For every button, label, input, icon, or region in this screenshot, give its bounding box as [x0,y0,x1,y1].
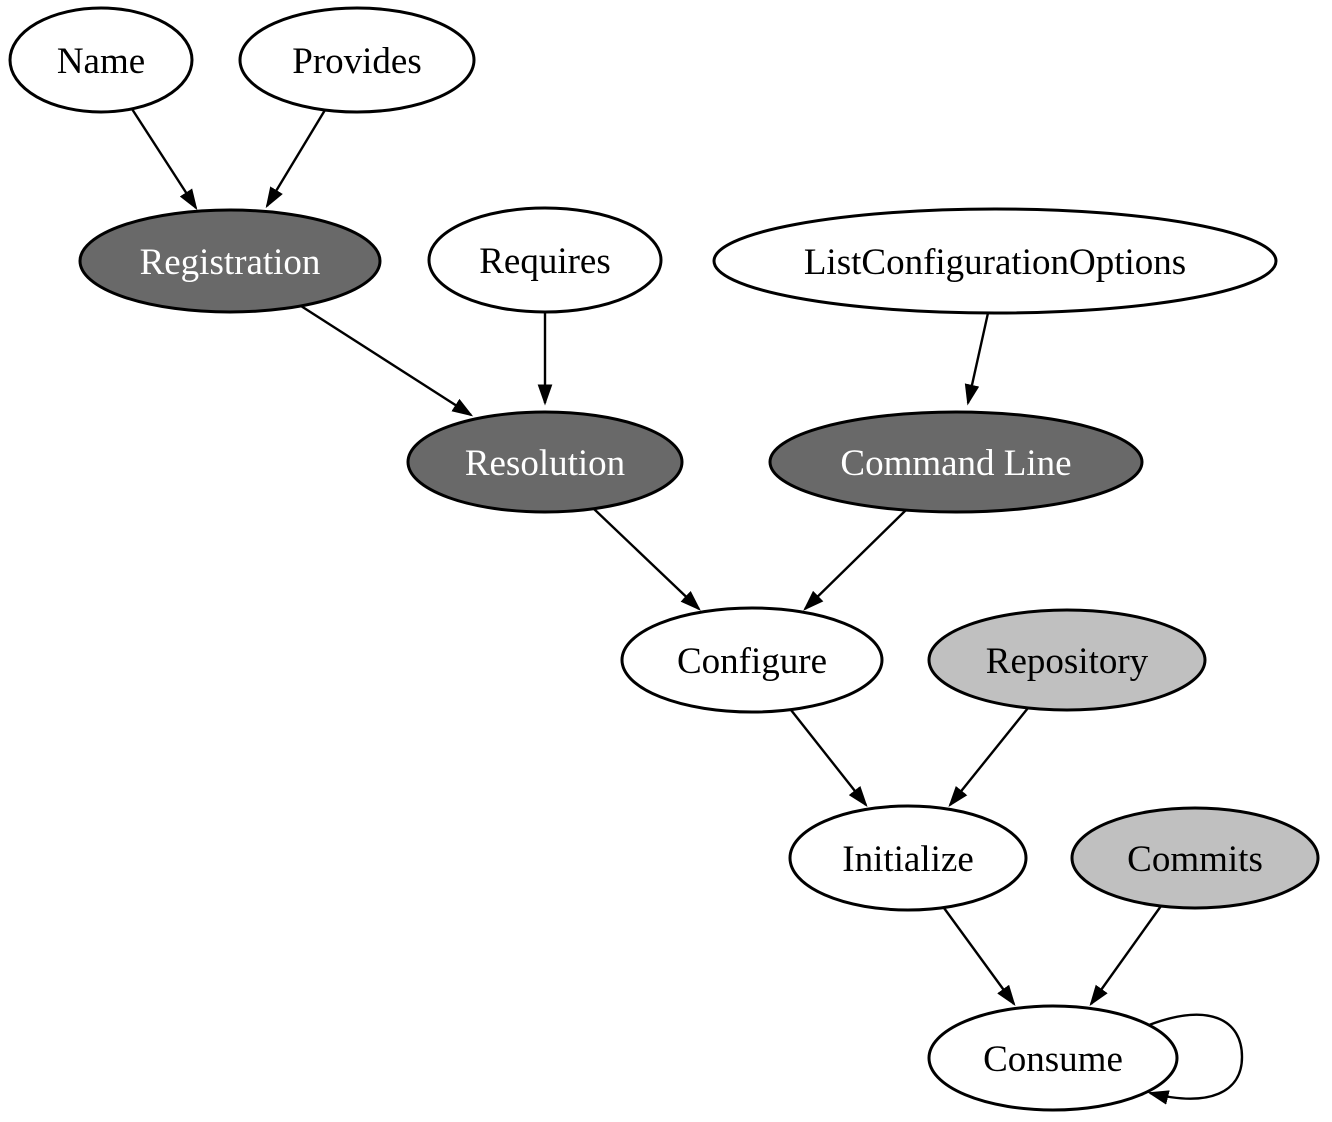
node-listconfigurationoptions: ListConfigurationOptions [712,207,1278,315]
node-listconfigurationoptions-shape [712,207,1278,315]
node-name: Name [8,6,194,114]
edge-commits-consume [1089,905,1162,1007]
node-initialize-shape [788,804,1028,912]
node-consume: Consume [927,1004,1179,1112]
node-registration-label: Registration [140,242,321,283]
node-commits: Commits [1070,806,1320,910]
edge-configure-initialize [790,709,868,807]
node-configure-shape [620,606,884,714]
node-requires-shape [427,206,663,314]
node-provides-label: Provides [292,41,422,82]
node-requires: Requires [427,206,663,314]
node-registration-shape [78,208,382,314]
node-repository-label: Repository [986,641,1149,682]
edge-registration-resolution [300,304,474,417]
edge-consume-self-loop [1147,1013,1244,1105]
node-commits-label: Commits [1127,839,1263,880]
node-registration: Registration [78,208,382,314]
node-configure-label: Configure [677,641,827,682]
node-name-label: Name [57,41,145,82]
node-name-shape [8,6,194,114]
edge-commandline-configure [803,509,907,611]
edge-provides-registration [265,109,327,209]
node-provides: Provides [238,6,476,114]
node-resolution: Resolution [406,410,684,514]
edge-repository-initialize [948,707,1029,807]
node-consume-label: Consume [983,1039,1123,1080]
node-commandline-label: Command Line [840,443,1071,484]
node-commandline: Command Line [768,410,1144,514]
edge-initialize-consume [943,907,1016,1007]
node-listconfigurationoptions-label: ListConfigurationOptions [804,242,1186,283]
node-initialize: Initialize [788,804,1028,912]
node-repository: Repository [927,608,1207,712]
node-commits-shape [1070,806,1320,910]
edge-listconfigurationoptions-commandline [964,312,990,406]
node-repository-shape [927,608,1207,712]
node-resolution-shape [406,410,684,514]
node-resolution-label: Resolution [465,443,625,484]
edge-name-registration [130,108,198,211]
node-commandline-shape [768,410,1144,514]
node-configure: Configure [620,606,884,714]
node-consume-shape [927,1004,1179,1112]
node-provides-shape [238,6,476,114]
edge-resolution-configure [593,508,701,611]
node-initialize-label: Initialize [842,839,974,880]
node-requires-label: Requires [479,241,611,282]
